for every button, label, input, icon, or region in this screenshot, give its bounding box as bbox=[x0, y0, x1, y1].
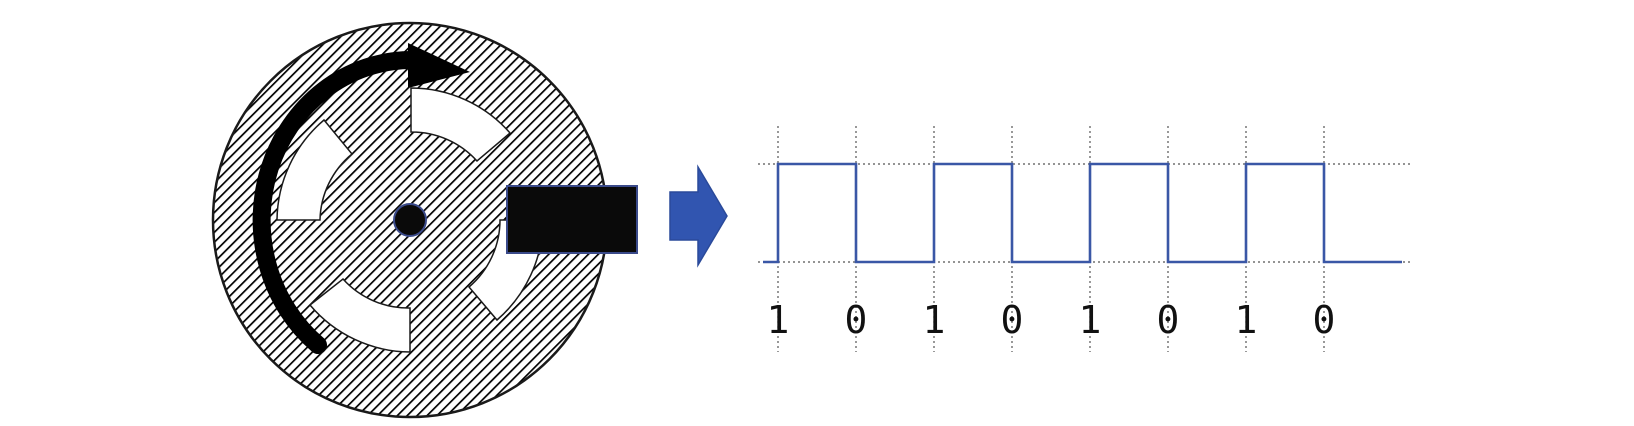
optical-sensor-icon bbox=[506, 185, 638, 254]
square-wave-signal bbox=[763, 162, 1402, 264]
bit-label: 0 bbox=[1313, 298, 1336, 342]
rotation-arrow-icon bbox=[252, 43, 470, 354]
bit-label: 0 bbox=[1157, 298, 1180, 342]
bit-label: 1 bbox=[1235, 298, 1258, 342]
right-arrow-icon bbox=[669, 164, 728, 268]
encoder-disk-icon bbox=[211, 21, 609, 419]
bit-label: 0 bbox=[1001, 298, 1024, 342]
bit-label: 1 bbox=[923, 298, 946, 342]
disk-slot-top bbox=[410, 87, 512, 163]
disk-hub bbox=[393, 203, 427, 237]
bit-label: 1 bbox=[1079, 298, 1102, 342]
signal-timing-chart: 1 0 1 0 1 0 1 0 bbox=[758, 126, 1412, 352]
bit-label: 0 bbox=[845, 298, 868, 342]
disk-slot-bottom bbox=[308, 277, 411, 353]
bit-labels: 1 0 1 0 1 0 1 0 bbox=[767, 298, 1336, 342]
disk-slot-left bbox=[276, 118, 354, 221]
bit-label: 1 bbox=[767, 298, 790, 342]
